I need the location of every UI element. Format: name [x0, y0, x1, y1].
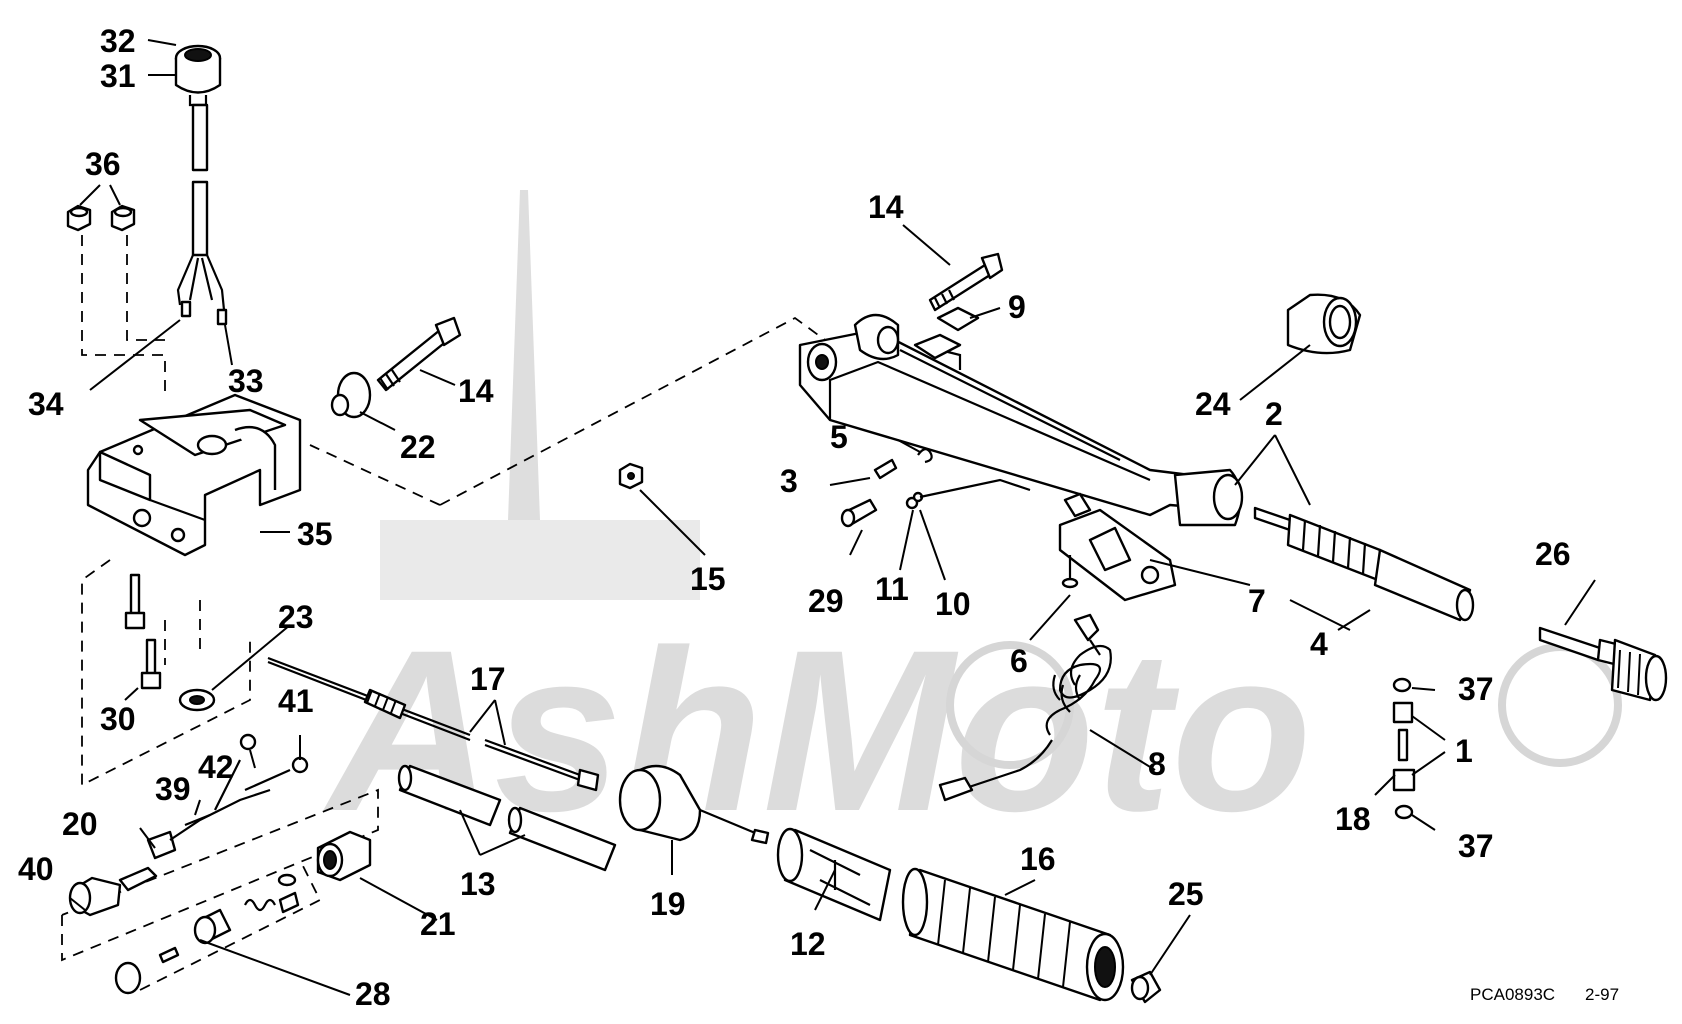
- label-14-top: 14: [868, 189, 904, 225]
- bushing-24: [1286, 293, 1362, 355]
- throttle-cable-17: [267, 656, 770, 845]
- bolt-14-left: [376, 316, 462, 392]
- label-8: 8: [1148, 746, 1166, 782]
- washer-22: [330, 371, 372, 419]
- watermark: AshMoto: [323, 190, 1622, 859]
- screw-29: [840, 498, 878, 528]
- label-32: 32: [100, 23, 136, 59]
- label-41: 41: [278, 683, 314, 719]
- label-5: 5: [830, 419, 848, 455]
- bracket-35: [86, 393, 302, 557]
- part-labels: 32 31 36 33 34 14 22 35 23 30 41 42 39 2…: [18, 23, 1571, 1012]
- ground-wire-10-11: [905, 478, 1031, 510]
- label-37-bottom: 37: [1458, 828, 1494, 864]
- label-3: 3: [780, 463, 798, 499]
- label-22: 22: [400, 429, 436, 465]
- dashed-guides: [61, 235, 901, 991]
- cap-25: [1130, 970, 1162, 1004]
- label-30: 30: [100, 701, 136, 737]
- label-10: 10: [935, 586, 971, 622]
- bushing-21: [316, 830, 372, 882]
- throttle-stop-26: [1538, 626, 1668, 702]
- label-39: 39: [155, 771, 191, 807]
- label-12: 12: [790, 926, 826, 962]
- label-1: 1: [1455, 733, 1473, 769]
- clip-9: [913, 306, 980, 360]
- nut-15: [618, 462, 644, 490]
- label-19: 19: [650, 886, 686, 922]
- label-33: 33: [228, 363, 264, 399]
- spring-5: [917, 448, 933, 464]
- label-24: 24: [1195, 386, 1231, 422]
- label-20: 20: [62, 806, 98, 842]
- bolts-30: [124, 573, 162, 690]
- label-28: 28: [355, 976, 391, 1012]
- label-35: 35: [297, 516, 333, 552]
- label-11: 11: [875, 571, 909, 607]
- screw-6: [1061, 555, 1079, 589]
- diagram-date: 2-97: [1585, 985, 1619, 1004]
- label-14-left: 14: [458, 373, 494, 409]
- label-37-top: 37: [1458, 671, 1494, 707]
- label-21: 21: [420, 906, 456, 942]
- label-17: 17: [470, 661, 506, 697]
- label-4: 4: [1310, 626, 1328, 662]
- small-parts-1-18-37: [1392, 677, 1416, 820]
- nuts-36: [66, 204, 136, 232]
- label-34: 34: [28, 386, 64, 422]
- label-31: 31: [100, 58, 136, 94]
- washer-23: [178, 688, 216, 712]
- label-16: 16: [1020, 841, 1056, 877]
- kill-switch-assembly: [174, 44, 228, 326]
- label-18: 18: [1335, 801, 1371, 837]
- label-40: 40: [18, 851, 54, 887]
- grip-16: [901, 867, 1125, 1002]
- harness-20-39-40-41-42: [68, 733, 309, 917]
- label-36: 36: [85, 146, 121, 182]
- friction-block-19: [618, 764, 702, 842]
- tiller-arm-2: [798, 313, 1244, 527]
- label-7: 7: [1248, 583, 1266, 619]
- sleeves-13: [397, 764, 617, 872]
- label-42: 42: [198, 749, 234, 785]
- label-29: 29: [808, 583, 844, 619]
- label-2: 2: [1265, 396, 1283, 432]
- label-25: 25: [1168, 876, 1204, 912]
- kit-28: [114, 873, 300, 995]
- label-9: 9: [1008, 289, 1026, 325]
- label-26: 26: [1535, 536, 1571, 572]
- label-23: 23: [278, 599, 314, 635]
- leader-lines: [69, 39, 1596, 996]
- label-6: 6: [1010, 643, 1028, 679]
- label-13: 13: [460, 866, 496, 902]
- throttle-shaft-4: [1253, 506, 1475, 622]
- label-15: 15: [690, 561, 726, 597]
- switch-plate-7: [1058, 492, 1177, 602]
- bolt-14-top: [928, 252, 1004, 312]
- pin-3: [873, 458, 898, 480]
- diagram-code: PCA0893C: [1470, 985, 1555, 1004]
- lanyard-8: [938, 613, 1112, 802]
